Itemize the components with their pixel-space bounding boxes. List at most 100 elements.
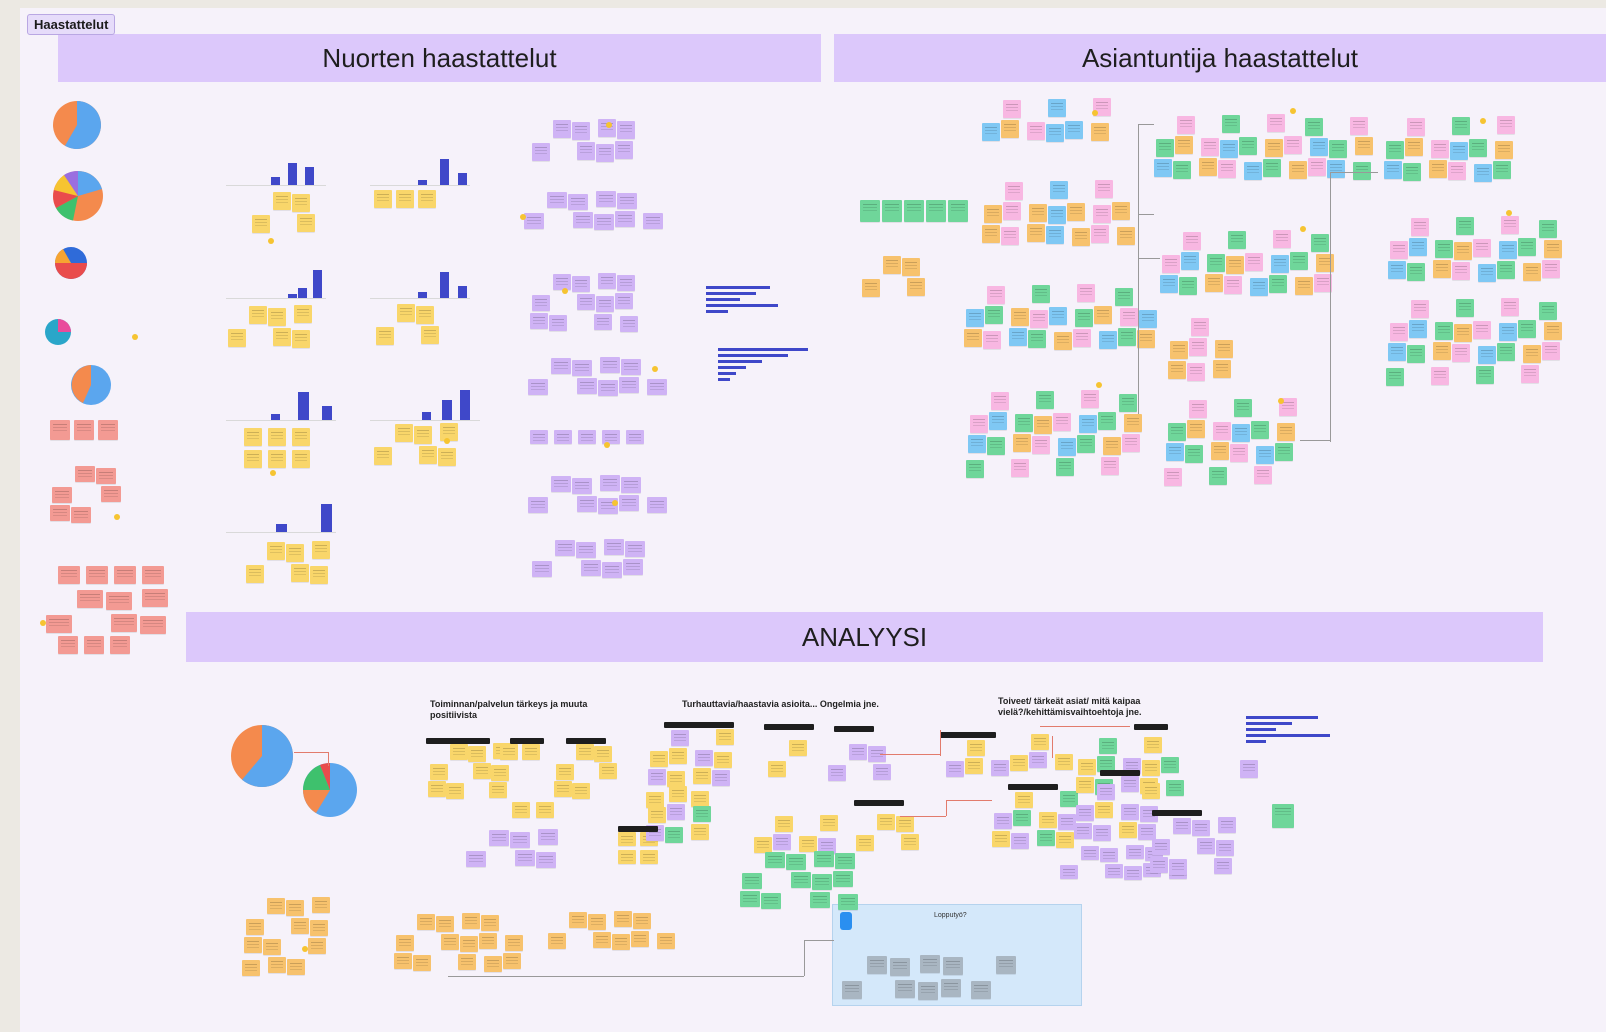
sticky-note[interactable] [460,936,478,952]
sticky-note[interactable] [657,933,675,949]
sticky-note[interactable] [765,852,785,868]
sticky-note[interactable] [1245,253,1263,271]
sticky-note[interactable] [883,256,901,274]
sticky-note[interactable] [101,486,121,502]
sticky-note[interactable] [1544,240,1562,258]
sticky-note[interactable] [647,497,667,513]
sticky-note[interactable] [50,420,70,440]
sticky-note[interactable] [1058,814,1076,830]
sticky-note[interactable] [572,783,590,799]
sticky-note[interactable] [538,829,558,845]
sticky-note[interactable] [374,447,392,465]
sticky-note[interactable] [1124,866,1142,880]
sticky-note[interactable] [292,428,310,446]
sticky-note[interactable] [267,898,285,914]
sticky-note[interactable] [856,835,874,851]
sticky-note[interactable] [862,279,880,297]
sticky-note[interactable] [1170,341,1188,359]
sticky-note[interactable] [142,566,164,584]
sticky-note[interactable] [600,357,620,373]
sticky-note[interactable] [58,566,80,584]
sticky-note[interactable] [1189,400,1207,418]
sticky-note[interactable] [1112,202,1130,220]
sticky-note[interactable] [1078,759,1096,775]
sticky-note[interactable] [1011,459,1029,477]
sticky-note[interactable] [1311,234,1329,252]
sticky-note[interactable] [1433,260,1451,278]
sticky-note[interactable] [417,914,435,930]
sticky-note[interactable] [1386,368,1404,386]
sticky-note[interactable] [671,730,689,746]
sticky-note[interactable] [1308,158,1326,176]
sticky-note[interactable] [1499,323,1517,341]
sticky-note[interactable] [1197,838,1215,854]
sticky-note[interactable] [1091,225,1109,243]
sticky-note[interactable] [615,293,633,309]
sticky-note[interactable] [835,853,855,869]
sticky-note[interactable] [1029,752,1047,768]
sticky-note[interactable] [1122,434,1140,452]
sticky-note[interactable] [907,278,925,296]
sticky-note[interactable] [596,144,614,162]
sticky-note[interactable] [941,979,961,997]
sticky-note[interactable] [1232,424,1250,442]
sticky-note[interactable] [1409,238,1427,256]
sticky-note[interactable] [1105,864,1123,878]
sticky-note[interactable] [1539,302,1557,320]
sticky-note[interactable] [1254,466,1272,484]
sticky-note[interactable] [1181,252,1199,270]
sticky-note[interactable] [1037,830,1055,846]
sticky-note[interactable] [617,121,635,139]
sticky-note[interactable] [142,589,168,607]
sticky-note[interactable] [1409,320,1427,338]
sticky-note[interactable] [416,306,434,324]
sticky-note[interactable] [1097,784,1115,800]
sticky-note[interactable] [838,894,858,910]
sticky-note[interactable] [1077,435,1095,453]
sticky-note[interactable] [598,380,618,396]
sticky-note[interactable] [1493,161,1511,179]
sticky-note[interactable] [1272,804,1294,828]
sticky-note[interactable] [873,764,891,780]
sticky-note[interactable] [667,771,685,787]
sticky-note[interactable] [1222,115,1240,133]
sticky-note[interactable] [1077,284,1095,302]
sticky-note[interactable] [1046,124,1064,142]
sticky-note[interactable] [1011,308,1029,326]
sticky-note[interactable] [479,933,497,949]
sticky-note[interactable] [446,783,464,799]
sticky-note[interactable] [111,614,137,632]
sticky-note[interactable] [1542,260,1560,278]
sticky-note[interactable] [1081,846,1099,860]
sticky-note[interactable] [414,426,432,444]
sticky-note[interactable] [761,893,781,909]
sticky-note[interactable] [242,960,260,976]
sticky-note[interactable] [1403,163,1421,181]
sticky-note[interactable] [1067,203,1085,221]
sticky-note[interactable] [1117,227,1135,245]
sticky-note[interactable] [551,358,571,374]
sticky-note[interactable] [1160,275,1178,293]
sticky-note[interactable] [528,497,548,513]
sticky-note[interactable] [1169,859,1187,875]
sticky-note[interactable] [286,900,304,916]
sticky-note[interactable] [620,316,638,332]
sticky-note[interactable] [489,830,509,846]
sticky-note[interactable] [1029,204,1047,222]
sticky-note[interactable] [648,807,666,823]
sticky-note[interactable] [1173,161,1191,179]
sticky-note[interactable] [623,559,643,575]
sticky-note[interactable] [71,507,91,523]
sticky-note[interactable] [1209,467,1227,485]
sticky-note[interactable] [549,315,567,331]
sticky-note[interactable] [421,326,439,344]
sticky-note[interactable] [1240,760,1258,778]
sticky-note[interactable] [1005,182,1023,200]
sticky-note[interactable] [556,764,574,780]
sticky-note[interactable] [1234,399,1252,417]
sticky-note[interactable] [532,295,550,311]
sticky-note[interactable] [1101,457,1119,475]
sticky-note[interactable] [643,213,663,229]
sticky-note[interactable] [263,939,281,955]
sticky-note[interactable] [695,750,713,766]
